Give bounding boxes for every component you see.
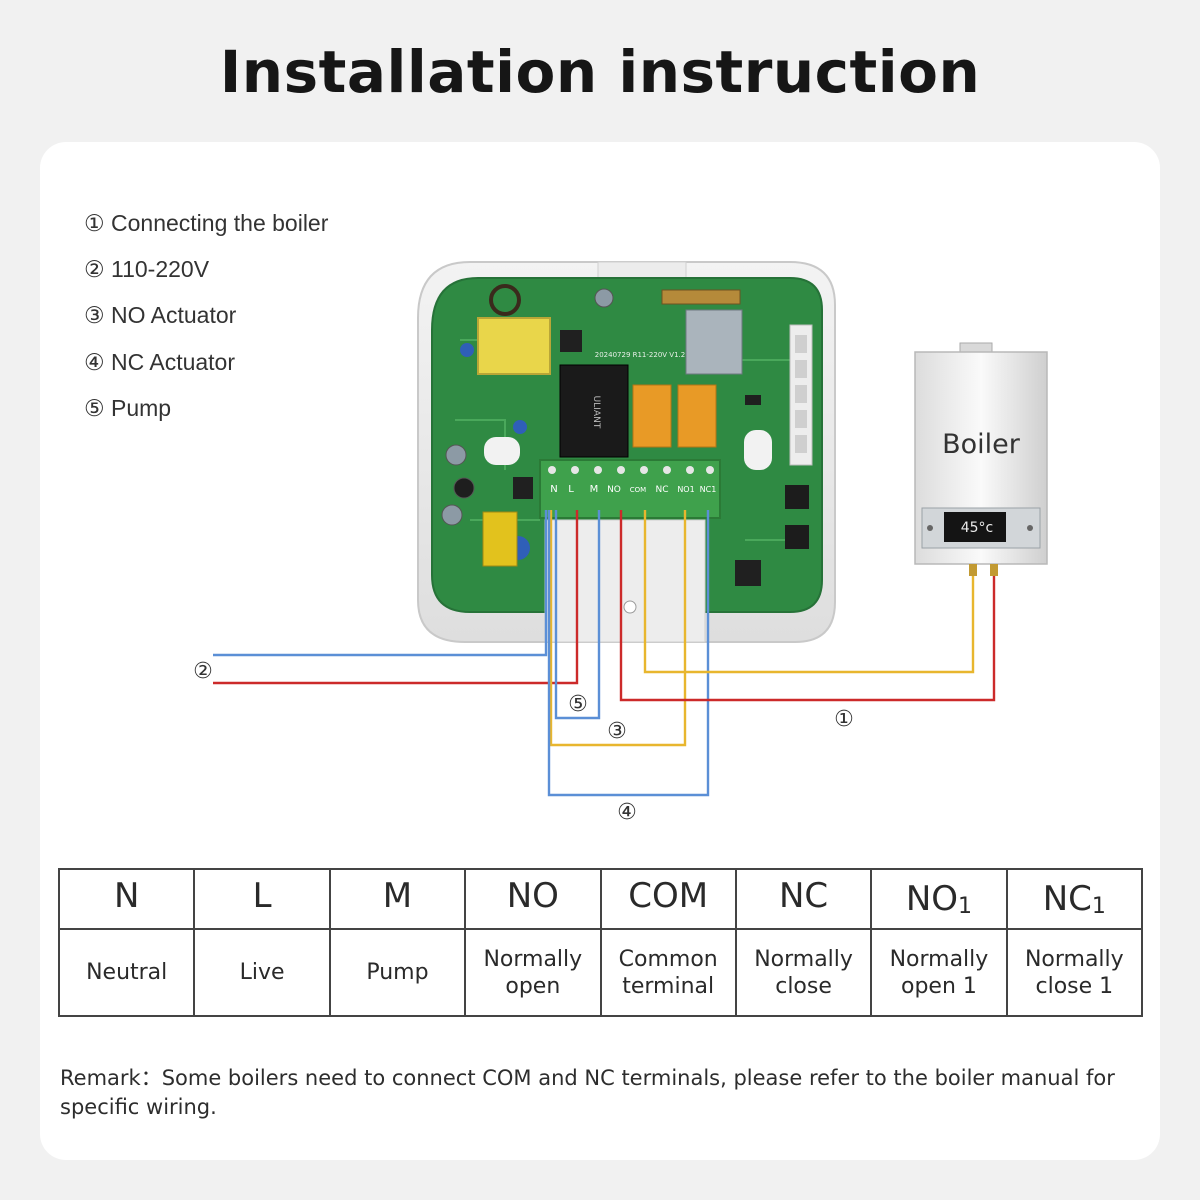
terminal-label-no1: NO1 [677,485,694,494]
description-line: open 1 [900,973,977,999]
terminal-label-com: COM [630,486,646,494]
terminal-description-cell: Live [193,928,331,1017]
boiler-display: 45°c [961,520,994,536]
terminal-code-subscript: 1 [1091,894,1106,919]
marker-no-actuator: ③ [607,719,627,744]
boiler-unit: Boiler 45°c [914,342,1048,576]
terminal-code: NC [1042,879,1092,919]
terminal-label-no: NO [607,485,621,495]
marker-pump: ⑤ [568,692,588,717]
terminal-table: N L M NO COM NC NO1 NC1 Neutral Live Pum… [57,868,1144,1017]
terminal-code: L [252,876,272,917]
description-line: Normally [889,946,989,972]
marker-boiler: ① [834,707,854,732]
legend-item-pump: ⑤ Pump [84,394,172,421]
description-line: terminal [622,973,715,999]
pcb-board: ULIANT 20240729 R11-220V V1.2 [431,277,823,613]
page-title: Installation instruction [219,38,981,106]
legend-item-power: ② 110-220V [84,256,210,283]
terminal-code-cell: NC [734,868,873,930]
terminal-code: COM [628,876,709,917]
terminal-label-n: N [550,484,557,495]
terminal-code: M [382,876,413,917]
legend-item-nc-actuator: ④ NC Actuator [84,348,236,375]
description-line: close 1 [1035,973,1114,999]
terminal-code-cell: NC1 [1005,868,1144,930]
marker-power: ② [193,659,213,684]
description-line: close [775,973,832,999]
terminal-label-l: L [568,484,574,495]
terminal-code-cell: L [193,868,331,930]
description-line: Normally [1024,946,1124,972]
marker-nc-actuator: ④ [617,800,637,825]
description-line: open [505,973,561,999]
description-line: Neutral [86,960,168,985]
wiring-legend: ① Connecting the boiler ② 110-220V ③ NO … [84,206,328,437]
board-code-label: 20240729 R11-220V V1.2 [595,351,685,359]
terminal-code: NC [778,876,829,917]
terminal-code-cell: M [328,868,467,930]
wires [213,510,996,797]
terminal-code: NO [506,876,559,917]
terminal-code-cell: N [57,868,196,930]
terminal-label-nc1: NC1 [700,485,717,494]
terminal-code: N [113,876,140,917]
description-line: Common [618,946,718,972]
terminal-description-cell: Pump [328,928,467,1017]
description-line: Pump [366,960,429,985]
legend-item-boiler: ① Connecting the boiler [84,210,329,236]
terminal-code-cell: NO [464,868,602,930]
terminal-label-m: M [590,484,599,495]
description-line: Live [239,960,285,985]
terminal-description-cell: Neutral [57,928,196,1017]
boiler-label: Boiler [942,429,1021,460]
wiring-diagram: ULIANT 20240729 R11-220V V1.2 N L M NO C [193,261,1048,825]
description-line: Normally [483,946,583,972]
terminal-block: N L M NO COM NC NO1 NC1 [539,459,721,519]
terminal-code-cell: NO1 [870,868,1008,930]
terminal-code: NO [905,879,959,919]
terminal-code-cell: COM [599,868,737,930]
relay-brand-label: ULIANT [591,396,601,429]
description-line: Normally [754,946,853,972]
terminal-label-nc: NC [655,485,668,495]
terminal-code-subscript: 1 [958,894,973,919]
legend-item-no-actuator: ③ NO Actuator [84,302,237,329]
terminal-code-row: N L M NO COM NC NO1 NC1 [57,868,1144,930]
remark-note: Remark：Some boilers need to connect COM … [60,1066,1115,1119]
